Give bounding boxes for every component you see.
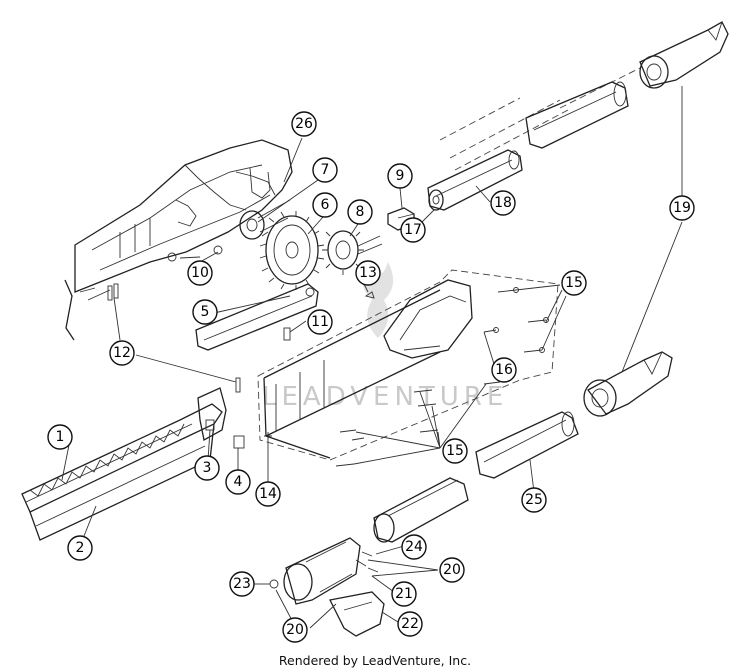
callout-label-24: 24 (405, 539, 423, 555)
bolts-group (335, 287, 549, 467)
callout-label-20-left: 20 (286, 622, 304, 638)
callout-label-23: 23 (233, 576, 251, 592)
callout-1: 1 (47, 424, 73, 450)
callout-label-17: 17 (404, 222, 422, 238)
callout-label-20-right: 20 (443, 562, 461, 578)
link-bar (195, 283, 319, 351)
callout-label-12: 12 (113, 345, 131, 361)
callout-15-top: 15 (561, 270, 587, 296)
callout-9: 9 (387, 163, 413, 189)
lower-tube-left (373, 477, 469, 543)
watermark-text: LEADVENTURE (262, 382, 508, 412)
callout-25: 25 (521, 487, 547, 513)
small-pins (107, 283, 375, 393)
shaft-centerline (449, 99, 569, 171)
callout-26: 26 (291, 111, 317, 137)
callout-14: 14 (255, 481, 281, 507)
callout-label-5: 5 (201, 304, 210, 320)
callout-20-right: 20 (439, 557, 465, 583)
callout-20-left: 20 (282, 617, 308, 643)
leader-lines (61, 86, 683, 629)
callout-2: 2 (67, 535, 93, 561)
callout-11: 11 (307, 309, 333, 335)
callout-label-13: 13 (359, 265, 377, 281)
callout-label-11: 11 (311, 314, 329, 330)
bevel-gear-pinion (322, 230, 383, 275)
coupling-yoke-lower (583, 351, 673, 417)
callout-label-6: 6 (321, 197, 330, 213)
callout-24: 24 (401, 534, 427, 560)
center-frame (257, 269, 559, 461)
callout-6: 6 (312, 192, 338, 218)
lower-tube-25 (475, 411, 579, 479)
callout-label-2: 2 (76, 540, 85, 556)
callout-17: 17 (400, 217, 426, 243)
callout-10: 10 (187, 260, 213, 286)
callout-label-14: 14 (259, 486, 277, 502)
callout-label-3: 3 (203, 460, 212, 476)
bracket-fasteners (197, 387, 272, 452)
cutter-bar (21, 403, 223, 541)
callout-4: 4 (225, 469, 251, 495)
callout-label-7: 7 (321, 162, 330, 178)
callout-label-4: 4 (234, 474, 243, 490)
callout-label-15-top: 15 (565, 275, 583, 291)
coupling-yoke-top (639, 21, 729, 89)
callout-12: 12 (109, 340, 135, 366)
bevel-gear-large (259, 211, 325, 290)
shaft-centerline-upper (439, 67, 641, 141)
lower-yoke-assembly (269, 537, 385, 637)
drive-shaft-tube (427, 149, 523, 211)
callout-19: 19 (669, 195, 695, 221)
callout-21: 21 (391, 581, 417, 607)
callout-23: 23 (229, 571, 255, 597)
collar-part (428, 189, 444, 211)
callout-7: 7 (312, 157, 338, 183)
gearbox-housing (64, 139, 293, 341)
callout-3: 3 (194, 455, 220, 481)
callout-label-15-bottom: 15 (446, 443, 464, 459)
callout-18: 18 (490, 190, 516, 216)
leadventure-watermark: LEADVENTURE (262, 262, 508, 412)
callout-label-25: 25 (525, 492, 543, 508)
callout-label-26: 26 (295, 116, 313, 132)
callout-5: 5 (192, 299, 218, 325)
callout-22: 22 (397, 611, 423, 637)
callout-label-10: 10 (191, 265, 209, 281)
callout-label-16: 16 (495, 362, 513, 378)
callout-label-8: 8 (356, 204, 365, 220)
callout-label-18: 18 (494, 195, 512, 211)
callout-label-19: 19 (673, 200, 691, 216)
callout-16: 16 (491, 357, 517, 383)
footer-credit: Rendered by LeadVenture, Inc. (278, 653, 472, 668)
callout-label-22: 22 (401, 616, 419, 632)
callout-13: 13 (355, 260, 381, 286)
callout-label-9: 9 (396, 168, 405, 184)
callout-15-bottom: 15 (442, 438, 468, 464)
callout-8: 8 (347, 199, 373, 225)
upper-tube (525, 81, 629, 149)
callout-label-21: 21 (395, 586, 413, 602)
callout-label-1: 1 (56, 429, 65, 445)
